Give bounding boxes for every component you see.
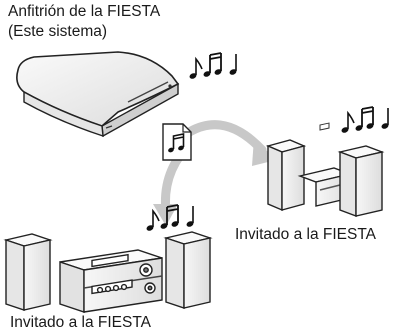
host-player-device bbox=[16, 51, 180, 138]
music-notes-icon-right-guest bbox=[339, 106, 391, 135]
guest-right-label: Invitado a la FIESTA bbox=[235, 226, 376, 243]
curved-arrow-to-right-guest bbox=[173, 120, 276, 166]
guest-bottom-stereo-device bbox=[3, 231, 213, 313]
music-notes-icon-host bbox=[187, 52, 239, 81]
host-subtitle: (Este sistema) bbox=[8, 23, 108, 40]
guest-right-stereo-device bbox=[265, 122, 385, 218]
guest-bottom-label: Invitado a la FIESTA bbox=[10, 314, 151, 331]
host-title: Anfitrión de la FIESTA bbox=[8, 3, 161, 20]
music-file-icon bbox=[162, 123, 192, 161]
